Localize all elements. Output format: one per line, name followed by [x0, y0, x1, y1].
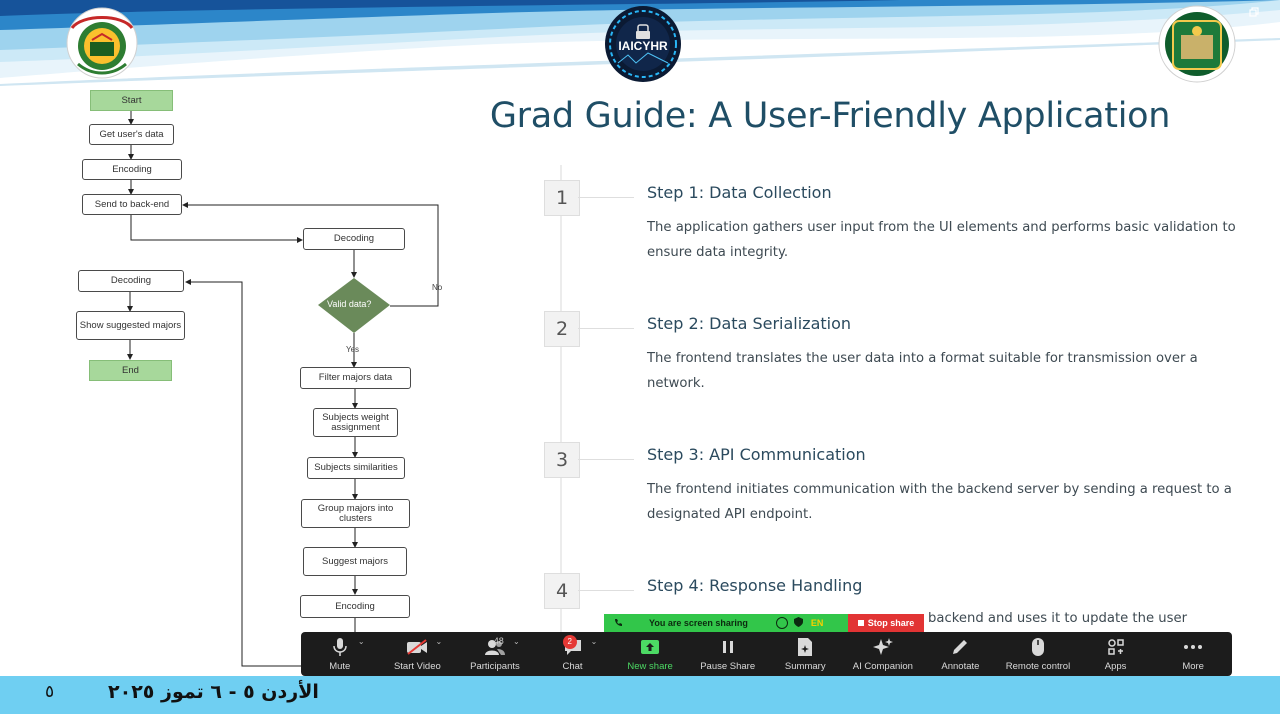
flow-subjects-weight-node: Subjects weight assignment	[313, 408, 398, 437]
participants-label: Participants	[470, 661, 520, 672]
flow-encoding-node: Encoding	[82, 159, 182, 180]
info-icon[interactable]	[775, 617, 788, 629]
language-indicator[interactable]: EN	[810, 618, 824, 628]
meeting-toolbar: ⌄ Mute ⌄ Start Video 48 ⌄ Participants 2…	[301, 632, 1232, 676]
more-label: More	[1182, 661, 1204, 672]
apps-icon	[1107, 636, 1125, 658]
flow-encoding-node: Encoding	[300, 595, 410, 618]
chevron-down-icon[interactable]: ⌄	[435, 637, 443, 646]
step-description-partial: backend and uses it to update the user	[928, 611, 1188, 626]
phone-icon	[614, 618, 624, 629]
sharing-status-text: You are screen sharing	[649, 618, 748, 628]
conference-date: الأردن ٥ - ٦ تموز ٢٠٢٥	[108, 681, 319, 703]
flow-valid-data-label: Valid data?	[327, 299, 372, 309]
chat-unread-badge: 2	[562, 635, 577, 649]
apps-button[interactable]: Apps	[1077, 632, 1155, 676]
timeline-line	[560, 165, 562, 635]
more-button[interactable]: More	[1154, 632, 1232, 676]
conference-logo: IAICYHR	[604, 5, 682, 83]
step-number: 1	[544, 180, 580, 216]
step-connector	[578, 197, 634, 198]
shield-icon[interactable]	[793, 617, 803, 629]
step-description: The frontend initiates communication wit…	[647, 482, 1232, 522]
flow-send-backend-node: Send to back-end	[82, 194, 182, 215]
annotate-label: Annotate	[941, 661, 980, 672]
flowchart-connectors	[127, 111, 439, 667]
university-logo-right	[1158, 5, 1236, 83]
flow-end-node: End	[89, 360, 172, 381]
summary-label: Summary	[784, 661, 826, 672]
ai-companion-label: AI Companion	[852, 661, 913, 672]
flow-get-data-node: Get user's data	[89, 124, 174, 145]
mouse-icon	[1031, 636, 1045, 658]
flow-start-node: Start	[90, 90, 173, 111]
step-title: Step 4: Response Handling	[647, 576, 863, 595]
participant-count: 48	[493, 636, 504, 646]
mute-label: Mute	[329, 661, 351, 672]
chat-label: Chat	[562, 661, 583, 672]
chat-button[interactable]: 2 ⌄ Chat	[534, 632, 612, 676]
step-number: 4	[544, 573, 580, 609]
pause-share-label: Pause Share	[700, 661, 756, 672]
step-title: Step 3: API Communication	[647, 445, 866, 464]
microphone-icon	[333, 636, 347, 658]
flow-group-majors-node: Group majors into clusters	[301, 499, 410, 528]
slide-footer: ٥ الأردن ٥ - ٦ تموز ٢٠٢٥	[0, 676, 1280, 714]
summary-icon	[797, 636, 813, 658]
step-connector	[578, 590, 634, 591]
participants-button[interactable]: 48 ⌄ Participants	[456, 632, 534, 676]
university-logo-left	[66, 7, 138, 79]
flow-no-label: No	[432, 283, 443, 292]
new-share-button[interactable]: New share	[611, 632, 689, 676]
step-connector	[578, 328, 634, 329]
flow-decoding-node: Decoding	[78, 270, 184, 292]
apps-label: Apps	[1104, 661, 1127, 672]
pencil-icon	[951, 636, 969, 658]
start-video-label: Start Video	[393, 661, 441, 672]
stop-share-label: Stop share	[867, 618, 915, 628]
step-number: 2	[544, 311, 580, 347]
stop-share-button[interactable]: Stop share	[848, 614, 924, 632]
annotate-button[interactable]: Annotate	[922, 632, 1000, 676]
share-screen-icon	[640, 636, 660, 658]
chevron-down-icon[interactable]: ⌄	[357, 637, 365, 646]
decision-diamond	[318, 278, 390, 333]
mute-button[interactable]: ⌄ Mute	[301, 632, 379, 676]
sparkle-icon	[872, 636, 894, 658]
sharing-status: You are screen sharing EN	[604, 614, 848, 632]
pause-icon	[721, 636, 735, 658]
new-share-label: New share	[627, 661, 673, 672]
step-connector	[578, 459, 634, 460]
remote-control-button[interactable]: Remote control	[999, 632, 1077, 676]
conference-logo-text: IAICYHR	[618, 39, 668, 53]
summary-button[interactable]: Summary	[766, 632, 844, 676]
participants-icon	[484, 636, 506, 658]
restore-window-icon[interactable]	[1249, 7, 1259, 17]
flow-decoding-node: Decoding	[303, 228, 405, 250]
flow-filter-majors-node: Filter majors data	[300, 367, 411, 389]
flow-yes-label: Yes	[346, 345, 360, 354]
pause-share-button[interactable]: Pause Share	[689, 632, 767, 676]
stop-icon	[857, 620, 864, 626]
chevron-down-icon[interactable]: ⌄	[590, 637, 598, 646]
slide-title: Grad Guide: A User-Friendly Application	[489, 96, 1171, 136]
step-title: Step 1: Data Collection	[647, 183, 832, 202]
flow-suggest-majors-node: Suggest majors	[303, 547, 407, 576]
flow-subjects-similarities-node: Subjects similarities	[307, 457, 405, 479]
video-off-icon	[406, 636, 428, 658]
ai-companion-button[interactable]: AI Companion	[844, 632, 922, 676]
remote-control-label: Remote control	[1005, 661, 1071, 672]
step-description: The application gathers user input from …	[647, 220, 1236, 260]
step-description: The frontend translates the user data in…	[647, 351, 1198, 391]
step-number: 3	[544, 442, 580, 478]
more-icon	[1183, 636, 1203, 658]
step-title: Step 2: Data Serialization	[647, 314, 852, 333]
flow-show-majors-node: Show suggested majors	[76, 311, 185, 340]
screen-sharing-banner: You are screen sharing EN Stop share	[604, 614, 924, 632]
slide-page-number: ٥	[45, 682, 55, 702]
start-video-button[interactable]: ⌄ Start Video	[379, 632, 457, 676]
chevron-down-icon[interactable]: ⌄	[513, 637, 520, 646]
